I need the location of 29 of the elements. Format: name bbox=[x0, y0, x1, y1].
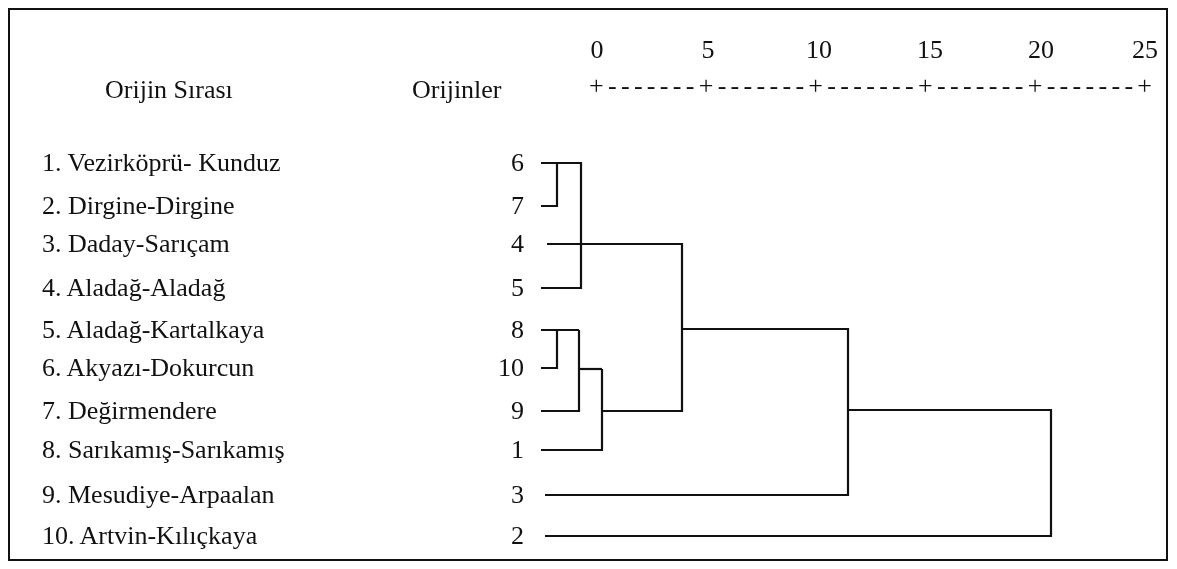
axis-tick-label: 15 bbox=[917, 36, 943, 64]
origin-name: 8. Sarıkamış-Sarıkamış bbox=[42, 436, 285, 464]
axis-tick-label: 25 bbox=[1132, 36, 1158, 64]
column-header: Orijinler bbox=[412, 76, 502, 104]
leaf-number: 3 bbox=[511, 481, 524, 509]
origin-name: 4. Aladağ-Aladağ bbox=[42, 274, 226, 302]
origin-name: 3. Daday-Sarıçam bbox=[42, 230, 230, 258]
column-header: Orijin Sırası bbox=[105, 76, 233, 104]
axis-tick-label: 10 bbox=[806, 36, 832, 64]
origin-name: 1. Vezirköprü- Kunduz bbox=[42, 149, 281, 177]
leaf-number: 8 bbox=[511, 316, 524, 344]
leaf-number: 4 bbox=[511, 230, 524, 258]
leaf-number: 1 bbox=[511, 436, 524, 464]
leaf-number: 10 bbox=[498, 354, 524, 382]
leaf-number: 7 bbox=[511, 192, 524, 220]
origin-name: 2. Dirgine-Dirgine bbox=[42, 192, 235, 220]
axis-tick-label: 5 bbox=[701, 36, 715, 64]
origin-name: 9. Mesudiye-Arpaalan bbox=[42, 481, 275, 509]
axis-scale-text: +-------+-------+-------+-------+-------+ bbox=[589, 72, 1157, 100]
origin-name: 7. Değirmendere bbox=[42, 397, 217, 425]
leaf-number: 2 bbox=[511, 522, 524, 550]
leaf-number: 6 bbox=[511, 149, 524, 177]
leaf-number: 9 bbox=[511, 397, 524, 425]
origin-name: 6. Akyazı-Dokurcun bbox=[42, 354, 255, 382]
leaf-number: 5 bbox=[511, 274, 524, 302]
axis-tick-label: 0 bbox=[590, 36, 604, 64]
origin-name: 10. Artvin-Kılıçkaya bbox=[42, 522, 258, 550]
origin-name: 5. Aladağ-Kartalkaya bbox=[42, 316, 265, 344]
axis-tick-label: 20 bbox=[1028, 36, 1054, 64]
